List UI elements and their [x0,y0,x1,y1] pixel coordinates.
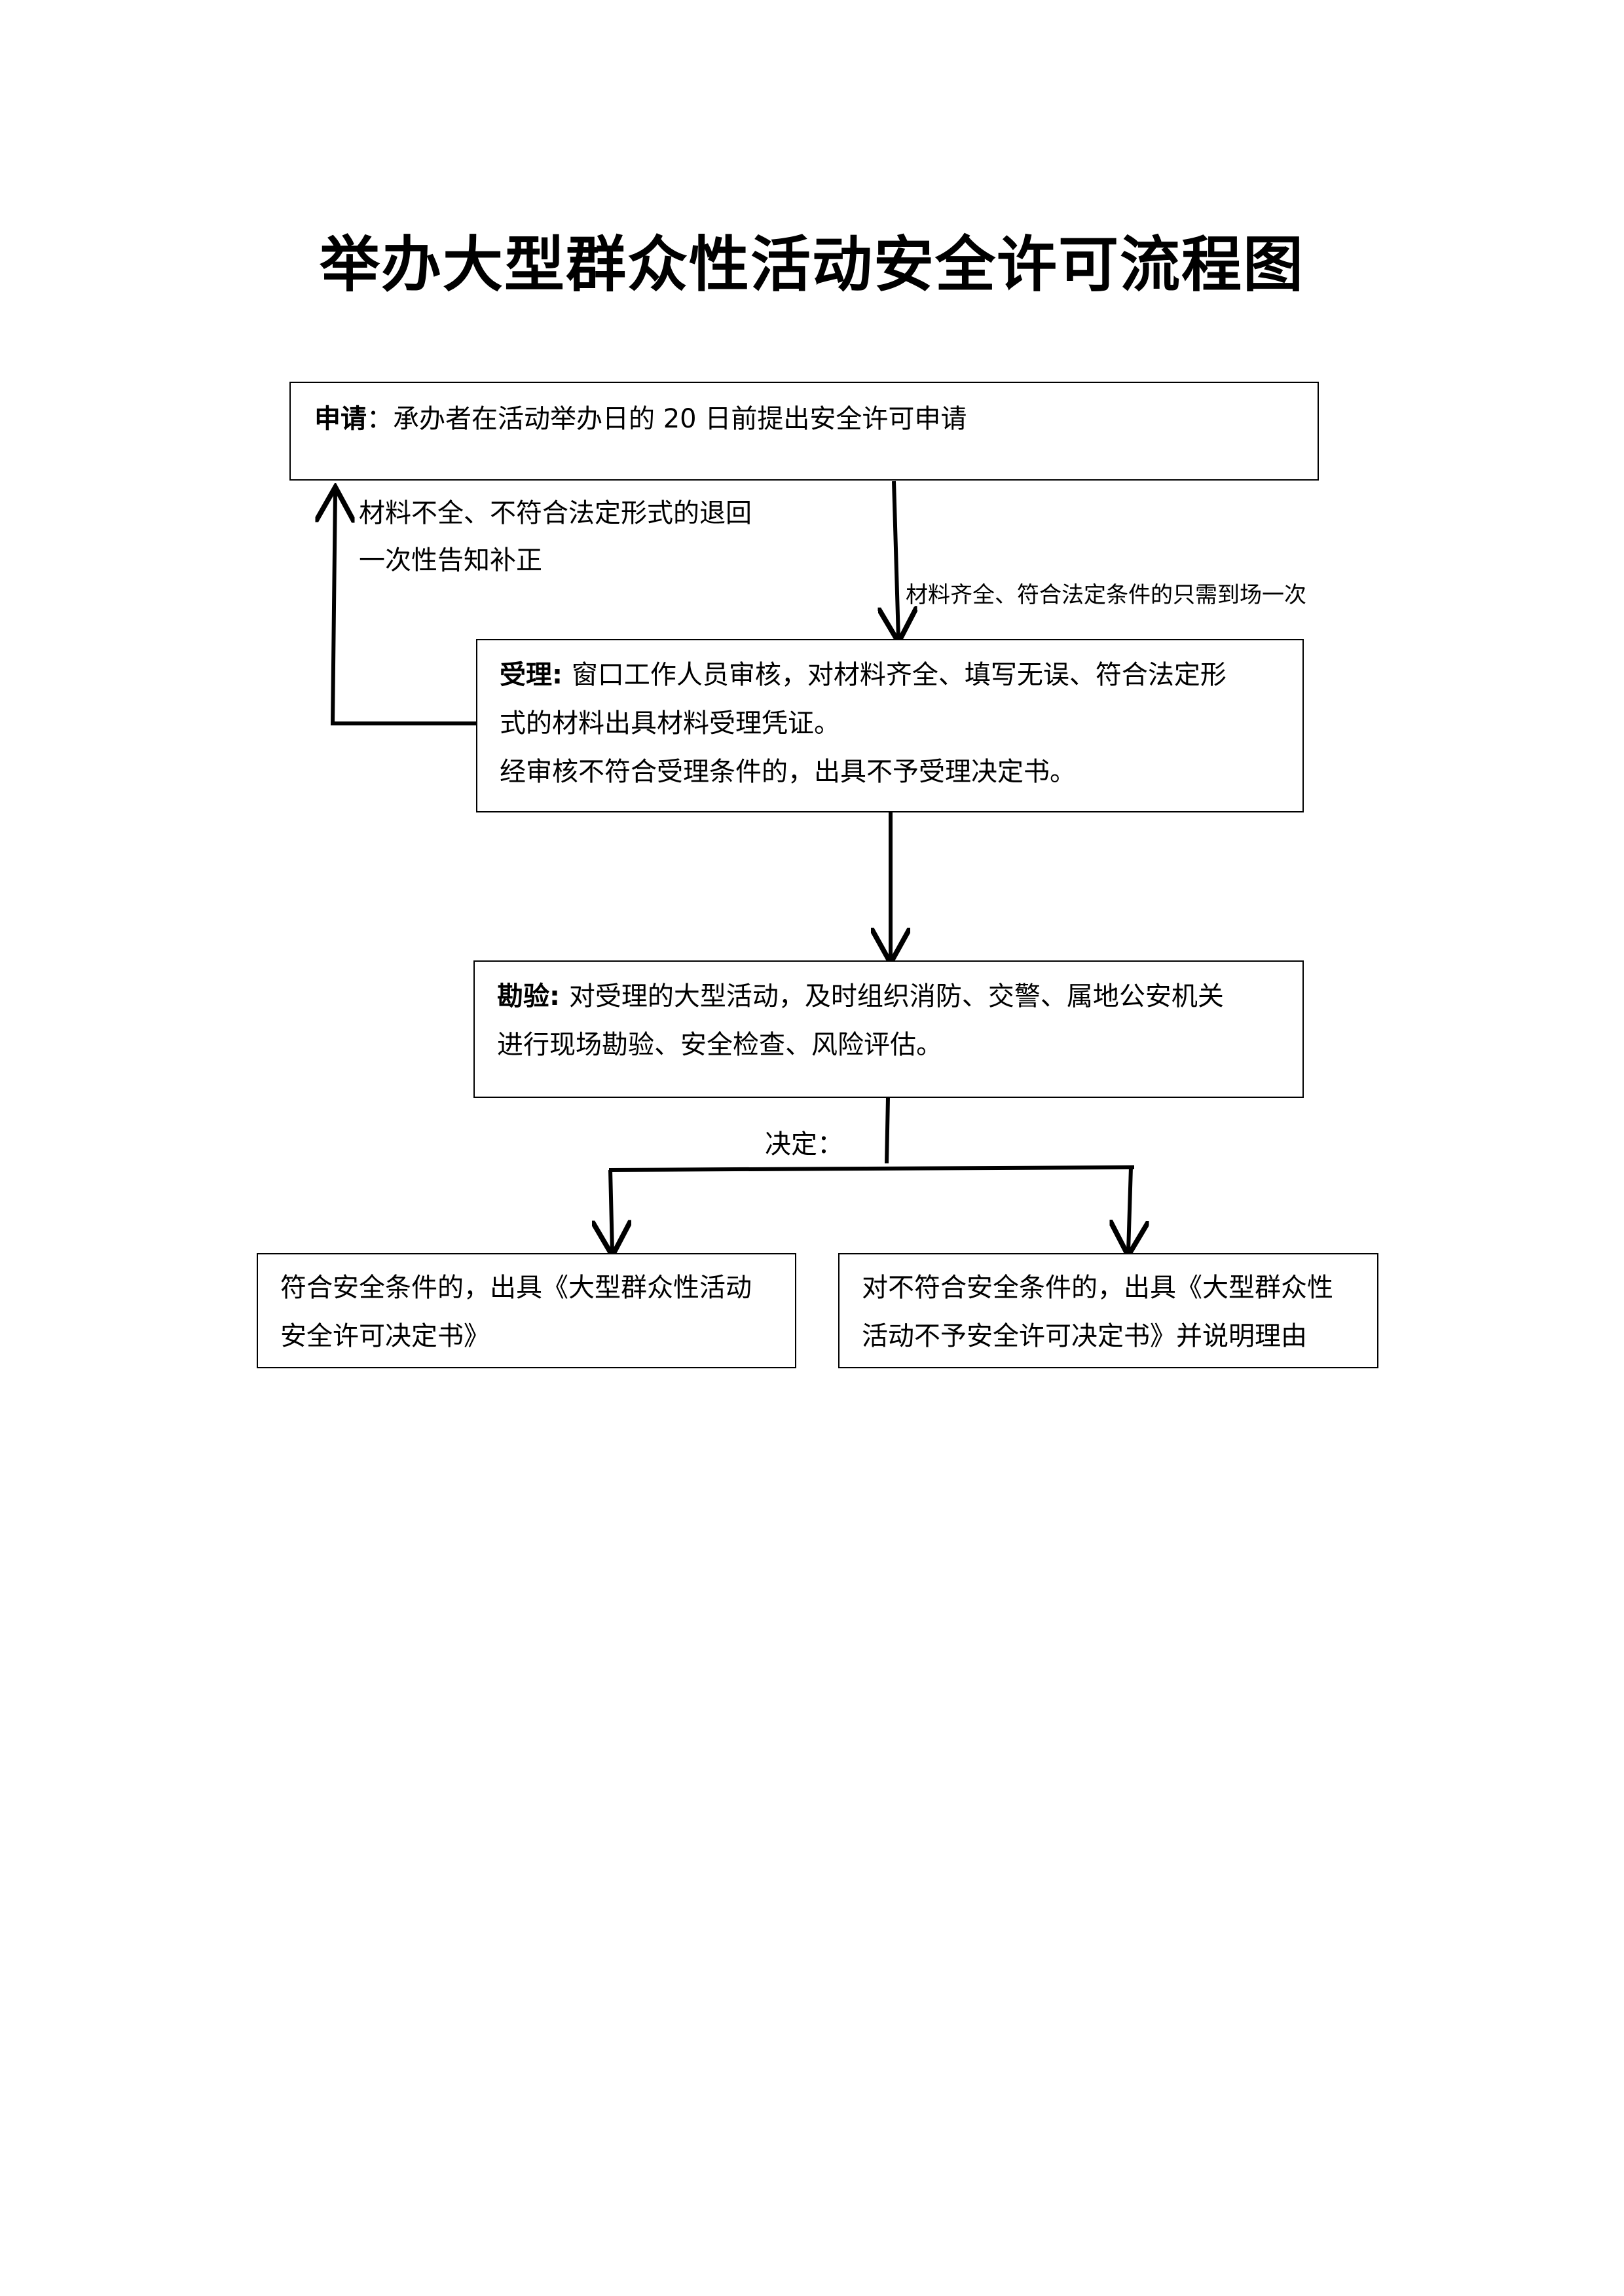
apply-step-label: 申请 [314,404,367,434]
accept-step-box: 受理: 窗口工作人员审核，对材料齐全、填写无误、符合法定形 式的材料出具材料受理… [476,639,1304,812]
approve-outcome-box: 符合安全条件的，出具《大型群众性活动 安全许可决定书》 [257,1253,796,1368]
return-condition-line2: 一次性告知补正 [359,545,542,575]
apply-step-description: 承办者在活动举办日的 20 日前提出安全许可申请 [393,404,967,434]
accept-step-label: 受理 [500,660,552,690]
decision-reject-arrow [1128,1167,1131,1252]
apply-step-text: 申请：承办者在活动举办日的 20 日前提出安全许可申请 [314,395,1318,443]
return-arrow [333,491,477,725]
inspect-step-description-1: 对受理的大型活动，及时组织消防、交警、属地公安机关 [568,981,1224,1011]
reject-outcome-line1: 对不符合安全条件的，出具《大型群众性 [862,1273,1333,1303]
apply-step-box: 申请：承办者在活动举办日的 20 日前提出安全许可申请 [289,382,1319,481]
accept-step-line3: 经审核不符合受理条件的，出具不予受理决定书。 [500,757,1076,787]
decision-bar [608,1165,1135,1172]
return-condition-line1: 材料不全、不符合法定形式的退回 [359,498,752,528]
inspect-step-line2: 进行现场勘验、安全检查、风险评估。 [497,1030,942,1060]
inspect-to-decision-line [885,1097,890,1164]
accept-step-line2: 式的材料出具材料受理凭证。 [500,708,840,738]
accept-step-separator: : [552,660,572,690]
accept-step-description-1: 窗口工作人员审核，对材料齐全、填写无误、符合法定形 [571,660,1227,690]
inspect-step-line1: 勘验: 对受理的大型活动，及时组织消防、交警、属地公安机关 [497,972,1302,1021]
approve-outcome-line2: 安全许可决定书》 [280,1321,490,1351]
approve-outcome-line1: 符合安全条件的，出具《大型群众性活动 [280,1273,752,1303]
decision-approve-arrow [610,1169,612,1252]
page-title: 举办大型群众性活动安全许可流程图 [319,229,1304,300]
accept-step-line1: 受理: 窗口工作人员审核，对材料齐全、填写无误、符合法定形 [500,651,1302,699]
return-condition-label: 材料不全、不符合法定形式的退回 一次性告知补正 [359,490,752,584]
inspect-step-label: 勘验 [497,981,549,1011]
apply-step-separator: ： [367,404,393,434]
decision-label: 决定： [765,1129,843,1159]
inspect-step-separator: : [549,981,569,1011]
reject-outcome-box: 对不符合安全条件的，出具《大型群众性 活动不予安全许可决定书》并说明理由 [838,1253,1378,1368]
reject-outcome-line2: 活动不予安全许可决定书》并说明理由 [862,1321,1307,1351]
apply-to-accept-arrow [894,481,898,638]
inspect-step-box: 勘验: 对受理的大型活动，及时组织消防、交警、属地公安机关 进行现场勘验、安全检… [473,960,1304,1098]
complete-condition-label: 材料齐全、符合法定条件的只需到场一次 [906,582,1306,608]
